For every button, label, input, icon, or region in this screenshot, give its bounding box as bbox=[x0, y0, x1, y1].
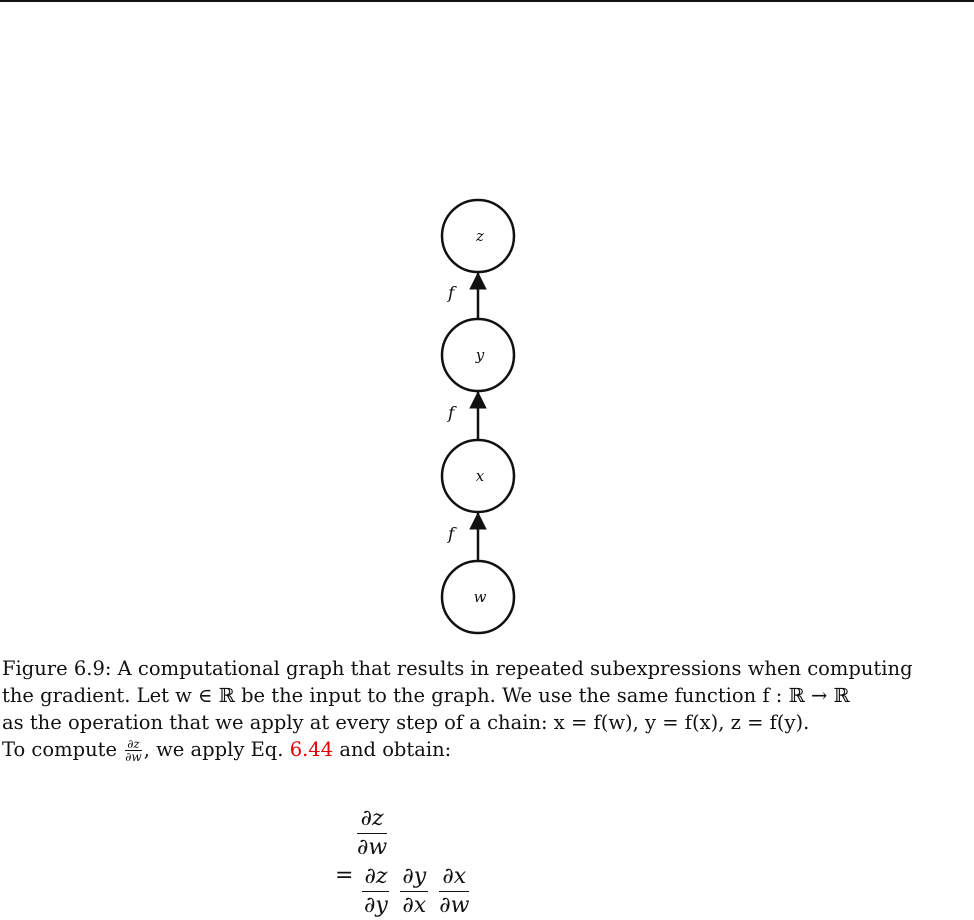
caption-line-4-mid: , we apply Eq. bbox=[143, 738, 284, 761]
caption-line-1: Figure 6.9: A computational graph that r… bbox=[2, 657, 913, 680]
figure-caption: Figure 6.9: A computational graph that r… bbox=[2, 655, 974, 763]
node-circle-x bbox=[440, 438, 516, 514]
node-label-y: y bbox=[475, 346, 485, 364]
lhs-numerator: ∂z bbox=[357, 805, 388, 834]
computational-graph: f f f z y x w bbox=[440, 198, 516, 635]
lhs-fraction: ∂z ∂w bbox=[357, 805, 388, 862]
node-w: w bbox=[440, 559, 516, 635]
rhs-fraction-3: ∂x ∂w bbox=[439, 863, 470, 920]
edge-label-w-to-x: f bbox=[446, 525, 457, 545]
node-label-w: w bbox=[474, 588, 487, 606]
node-y: y bbox=[440, 317, 516, 393]
rhs-fraction-2: ∂y ∂x bbox=[400, 863, 429, 920]
inline-fraction-numerator: ∂z bbox=[125, 737, 142, 751]
node-label-x: x bbox=[476, 467, 485, 485]
node-circle-w bbox=[440, 559, 516, 635]
top-rule bbox=[0, 0, 974, 2]
caption-line-4: To compute ∂z ∂w , we apply Eq. 6.44 and… bbox=[2, 736, 974, 763]
caption-line-4-post: and obtain: bbox=[339, 738, 452, 761]
node-circle-y bbox=[440, 317, 516, 393]
equals-sign: = bbox=[335, 863, 354, 888]
edge-label-y-to-z: f bbox=[446, 284, 457, 304]
lhs-denominator: ∂w bbox=[357, 835, 388, 860]
rhs-numerator-3: ∂x bbox=[439, 863, 470, 892]
caption-line-2: the gradient. Let w ∈ ℝ be the input to … bbox=[2, 684, 850, 707]
inline-fraction: ∂z ∂w bbox=[125, 737, 142, 764]
rhs-numerator-1: ∂z bbox=[362, 863, 390, 892]
rhs-numerator-2: ∂y bbox=[400, 863, 429, 892]
node-x: x bbox=[440, 438, 516, 514]
equation-lhs: ∂z ∂w bbox=[355, 805, 389, 862]
rhs-denominator-1: ∂y bbox=[364, 893, 388, 918]
rhs-denominator-2: ∂x bbox=[402, 893, 427, 918]
edge-label-x-to-y: f bbox=[446, 404, 457, 424]
node-label-z: z bbox=[475, 227, 484, 245]
rhs-denominator-3: ∂w bbox=[439, 893, 470, 918]
caption-line-4-pre: To compute bbox=[2, 738, 118, 761]
equation-reference-link[interactable]: 6.44 bbox=[289, 738, 334, 761]
rhs-fraction-1: ∂z ∂y bbox=[362, 863, 390, 920]
inline-fraction-denominator: ∂w bbox=[125, 750, 142, 764]
node-z: z bbox=[440, 198, 516, 274]
node-circle-z bbox=[440, 198, 516, 274]
equation-rhs: = ∂z ∂y ∂y ∂x ∂x ∂w bbox=[335, 863, 471, 920]
caption-line-3: as the operation that we apply at every … bbox=[2, 711, 810, 734]
